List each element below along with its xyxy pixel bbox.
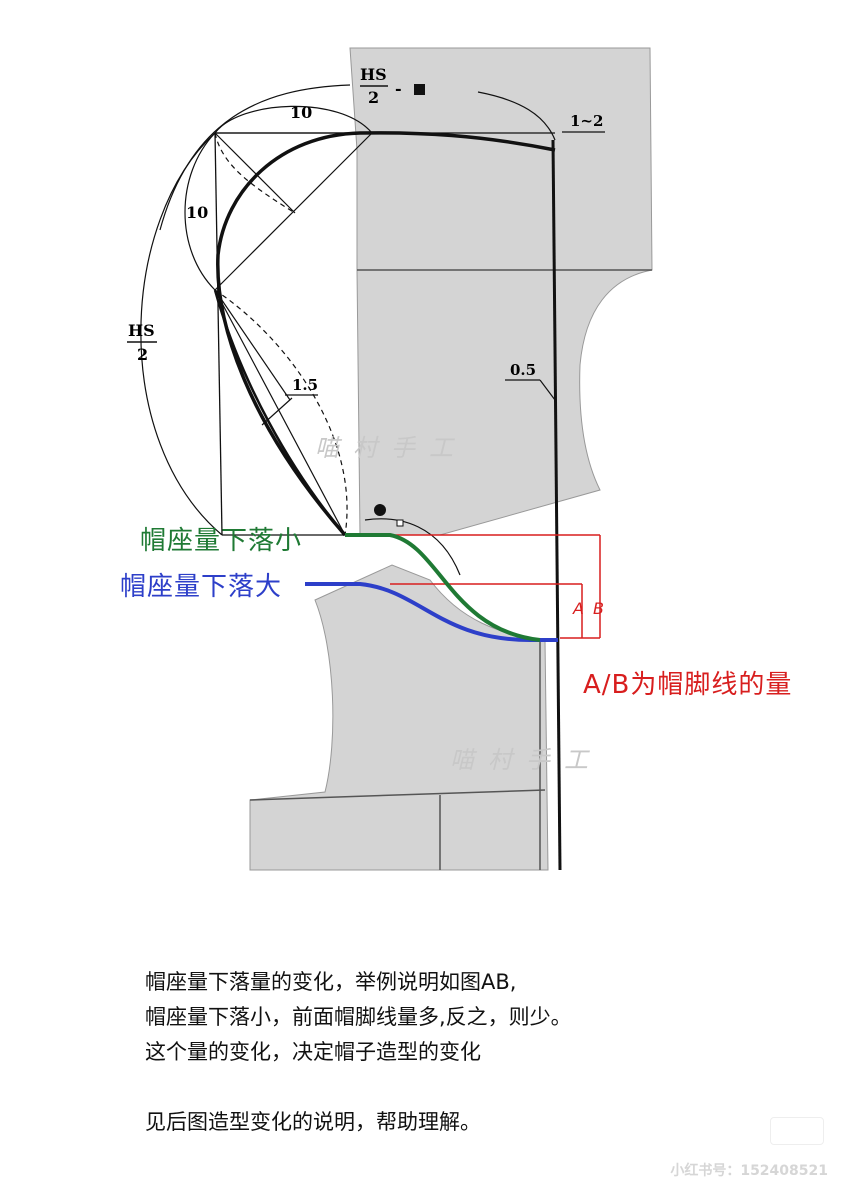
dim-hs-left-num: HS	[128, 321, 155, 340]
label-small-drop: 帽座量下落小	[140, 526, 303, 556]
footer-account-id: 小红书号：152408521	[670, 1163, 828, 1179]
dim-one-to-two: 1~2	[570, 112, 603, 130]
front-edge-tick-2	[539, 379, 556, 401]
note-line-4: 见后图造型变化的说明，帮助理解。	[145, 1110, 481, 1134]
arc-hs-top-left	[159, 84, 351, 231]
neck-point-dot	[374, 504, 386, 516]
hood-inner-outline	[213, 289, 346, 536]
tick-15-a	[261, 397, 293, 426]
bodice-lower-piece	[249, 564, 549, 871]
bodice-upper-piece	[349, 47, 653, 536]
watermark-upper: 喵村手工	[315, 434, 467, 462]
hood-diag-3	[214, 289, 346, 536]
arc-top-10	[214, 105, 373, 134]
dashed-guide-top	[214, 132, 296, 214]
label-large-drop: 帽座量下落大	[120, 572, 283, 602]
mark-a: A	[572, 599, 584, 618]
dim-10-left: 10	[186, 203, 208, 222]
hood-pattern-diagram: HS 2 - 10 10 HS 2 1~2 1.5 0.5 A B	[127, 47, 653, 871]
note-line-1: 帽座量下落量的变化，举例说明如图AB,	[145, 970, 517, 994]
arc-hs-top-right	[477, 91, 556, 141]
note-line-3: 这个量的变化，决定帽子造型的变化	[145, 1040, 481, 1064]
dim-hs-top-den: 2	[368, 88, 379, 107]
neck-square-mark	[396, 519, 404, 527]
dim-10-top: 10	[290, 103, 312, 122]
watermark-lower: 喵村手工	[450, 746, 602, 774]
dim-zero-point-five: 0.5	[510, 361, 536, 379]
hood-diag-2	[214, 132, 373, 291]
hood-diag-1	[214, 132, 296, 214]
blue-neck-curve	[305, 582, 558, 642]
hood-diag-4	[214, 289, 291, 401]
mark-b: B	[593, 599, 604, 618]
dashed-guide-lower	[214, 289, 348, 536]
note-spacer	[145, 1070, 572, 1105]
arc-left-10	[184, 132, 216, 291]
hood-outline	[216, 131, 556, 537]
note-line-2: 帽座量下落小，前面帽脚线量多,反之，则少。	[145, 1005, 572, 1029]
dim-one-point-five: 1.5	[292, 376, 318, 394]
footer-logo-box	[770, 1117, 824, 1145]
hs-square-mark	[414, 84, 425, 95]
hem-line	[249, 789, 546, 801]
hood-back-vertical	[214, 132, 223, 536]
explanation-notes: 帽座量下落量的变化，举例说明如图AB, 帽座量下落小，前面帽脚线量多,反之，则少…	[145, 965, 572, 1140]
neck-arc	[364, 518, 461, 576]
green-neck-curve	[345, 533, 541, 642]
front-edge-line	[551, 139, 562, 871]
label-ab-note: A/B为帽脚线的量	[583, 670, 793, 700]
dim-hs-top-suffix: -	[395, 79, 402, 98]
dim-hs-left-den: 2	[137, 345, 148, 364]
dim-hs-top-num: HS	[360, 65, 387, 84]
